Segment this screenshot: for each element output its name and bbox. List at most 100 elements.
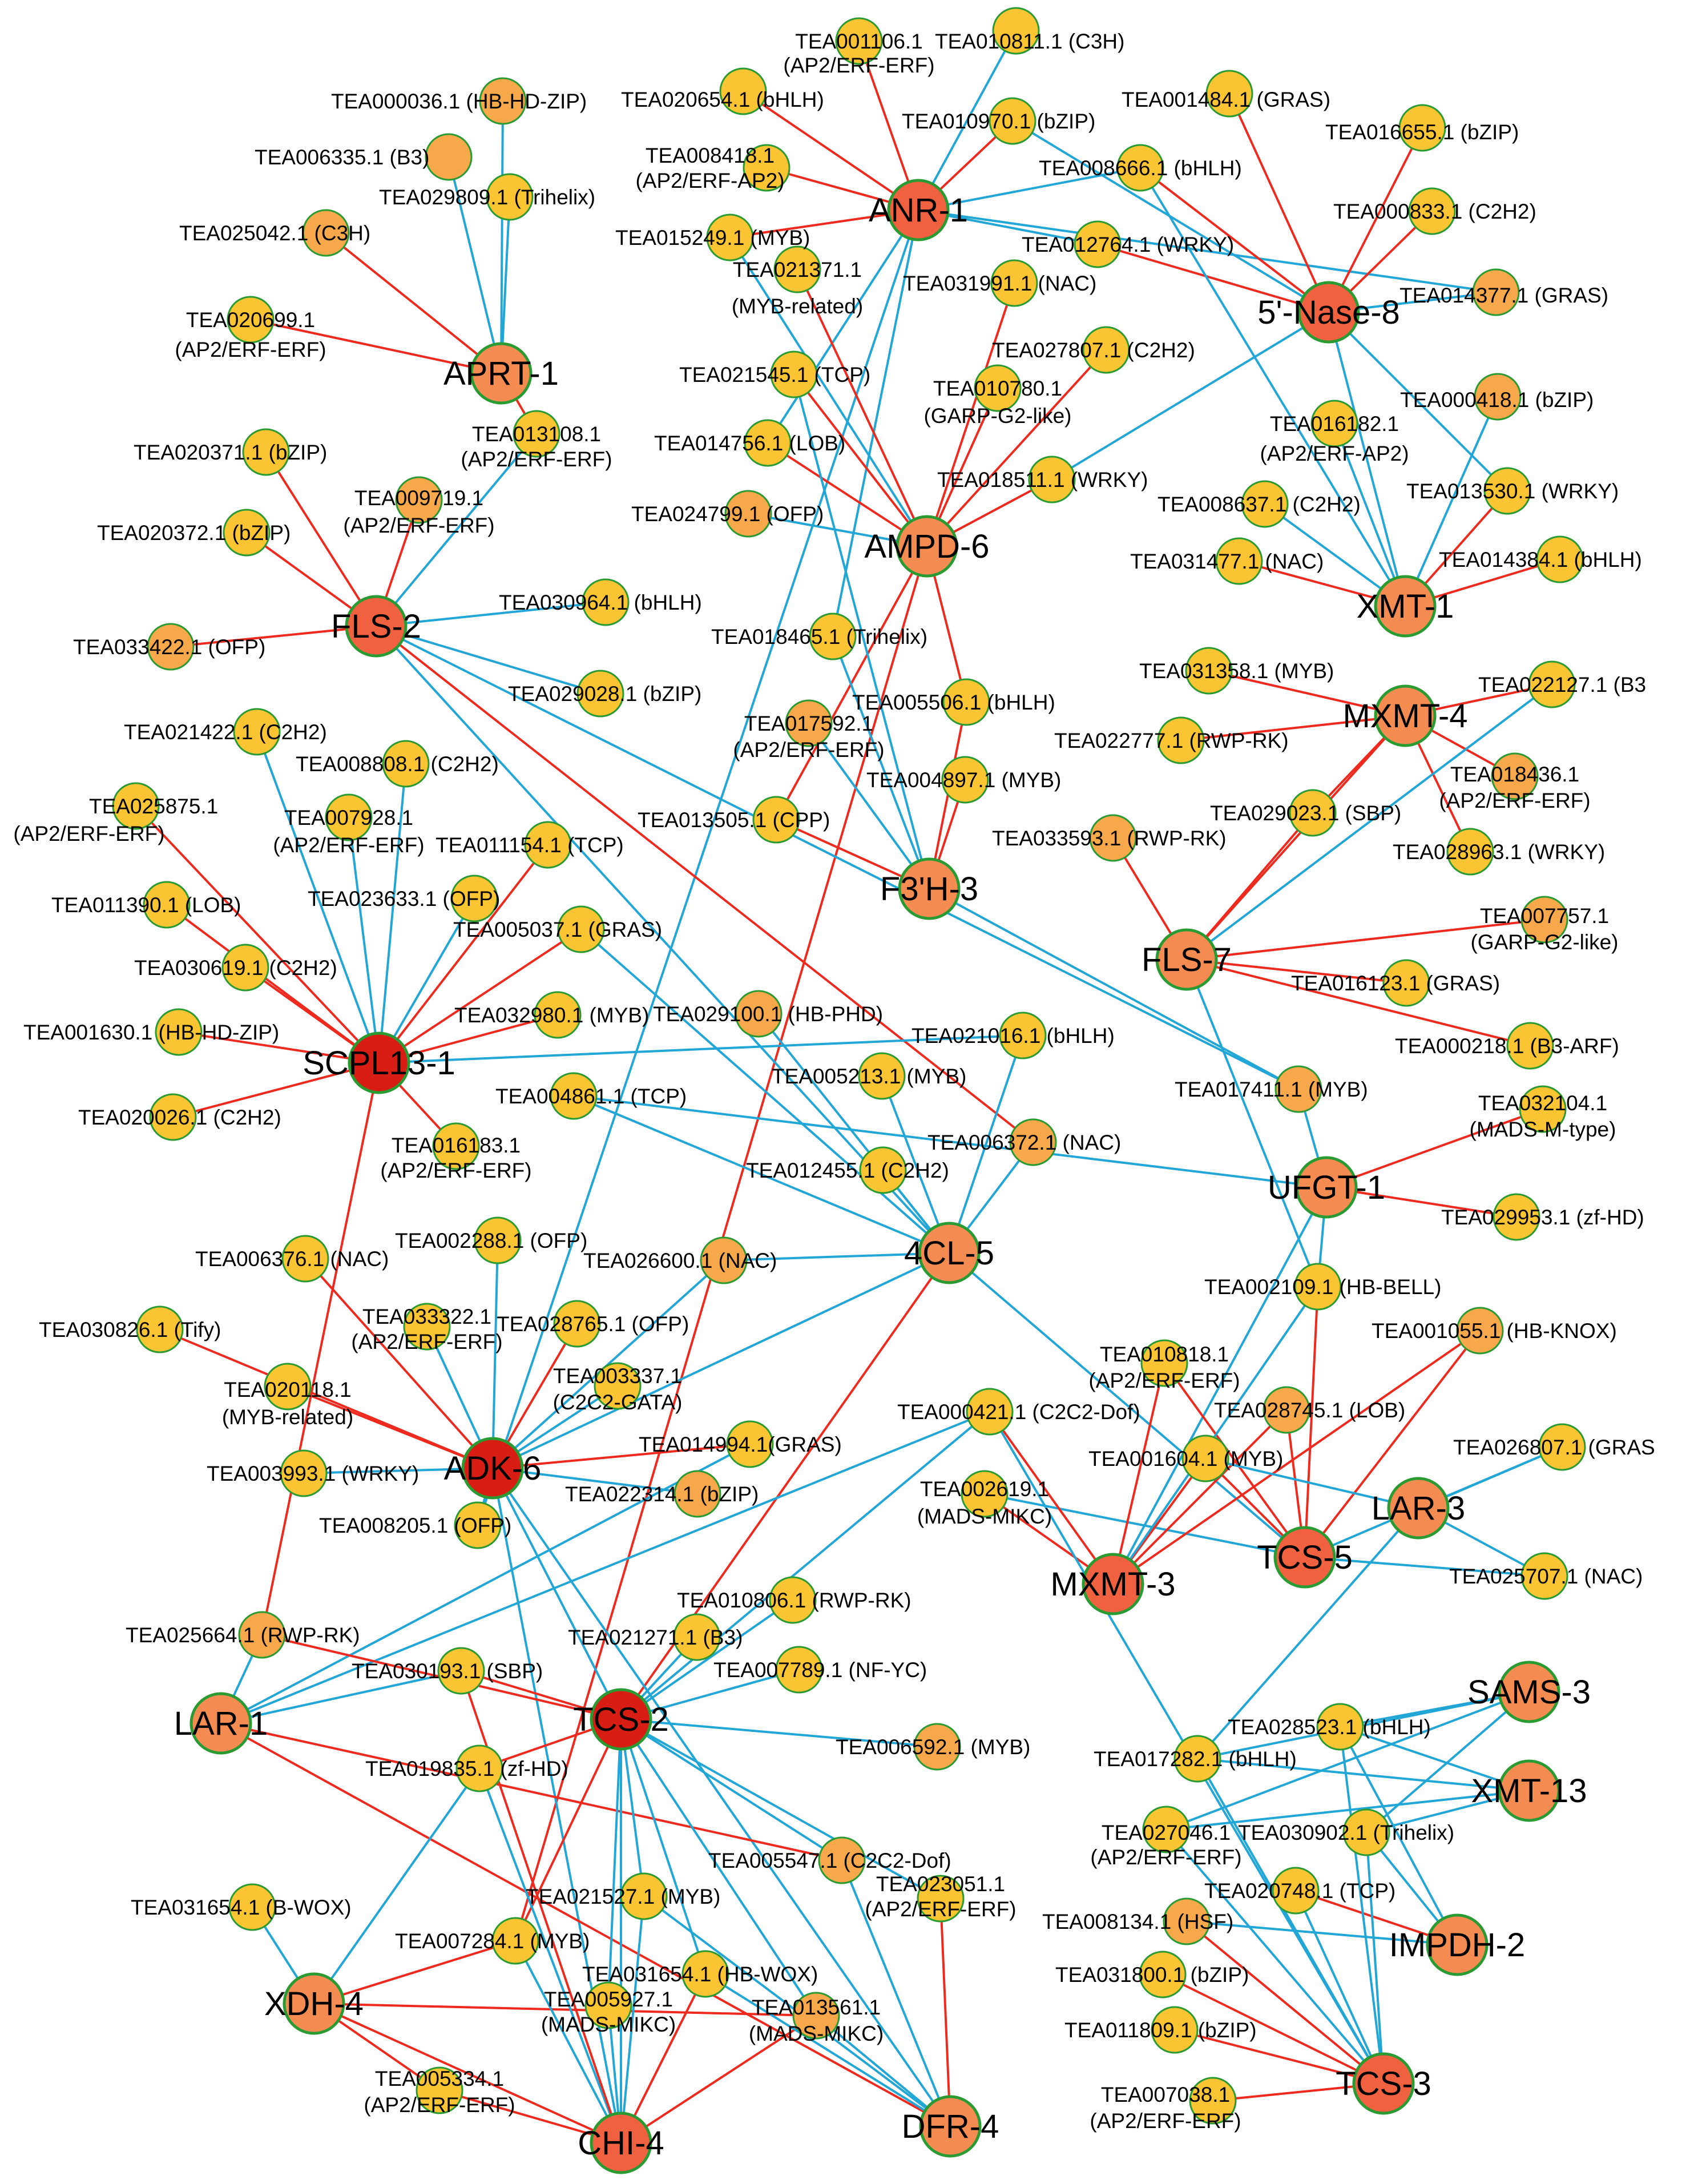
tf-node[interactable]: [155, 1008, 203, 1056]
tf-node[interactable]: [792, 1992, 840, 2040]
gene-node[interactable]: [1352, 2052, 1415, 2115]
tf-node[interactable]: [681, 1950, 729, 1998]
gene-node[interactable]: [1297, 281, 1360, 344]
tf-node[interactable]: [752, 796, 800, 844]
gene-node[interactable]: [283, 1972, 345, 2035]
tf-node[interactable]: [1408, 187, 1456, 235]
tf-node[interactable]: [726, 1420, 774, 1468]
tf-node[interactable]: [1316, 1703, 1364, 1751]
tf-node[interactable]: [238, 1611, 286, 1659]
tf-node[interactable]: [1215, 537, 1263, 585]
tf-node[interactable]: [992, 7, 1040, 55]
tf-node[interactable]: [620, 1872, 668, 1920]
tf-node[interactable]: [942, 678, 990, 726]
tf-node[interactable]: [486, 173, 534, 221]
tf-node[interactable]: [1446, 828, 1494, 876]
tf-node[interactable]: [1074, 220, 1122, 268]
tf-node[interactable]: [1519, 1085, 1567, 1133]
tf-node[interactable]: [989, 97, 1036, 145]
tf-node[interactable]: [143, 881, 191, 929]
gene-node[interactable]: [1273, 1526, 1336, 1589]
tf-node[interactable]: [455, 1744, 503, 1792]
tf-node[interactable]: [403, 1303, 451, 1351]
tf-node[interactable]: [961, 1470, 1009, 1518]
tf-node[interactable]: [479, 77, 527, 125]
tf-node[interactable]: [302, 209, 350, 257]
tf-node[interactable]: [1456, 1307, 1504, 1355]
tf-node[interactable]: [1342, 1808, 1390, 1856]
tf-node[interactable]: [281, 1235, 329, 1283]
tf-node[interactable]: [1483, 467, 1531, 515]
tf-node[interactable]: [809, 613, 857, 660]
tf-node[interactable]: [432, 1122, 480, 1170]
tf-node[interactable]: [1082, 326, 1130, 374]
tf-node[interactable]: [576, 670, 624, 718]
tf-node[interactable]: [1185, 647, 1233, 695]
tf-node[interactable]: [913, 1723, 961, 1771]
tf-node[interactable]: [1520, 1552, 1568, 1600]
tf-node[interactable]: [1274, 1065, 1322, 1113]
tf-node[interactable]: [1163, 1897, 1211, 1945]
tf-node[interactable]: [416, 2066, 463, 2114]
tf-node[interactable]: [990, 259, 1038, 307]
tf-node[interactable]: [450, 875, 498, 922]
tf-node[interactable]: [835, 17, 883, 65]
gene-node[interactable]: [1155, 928, 1218, 991]
tf-node[interactable]: [584, 1981, 632, 2029]
gene-node[interactable]: [887, 179, 950, 241]
tf-node[interactable]: [1241, 480, 1289, 528]
tf-node[interactable]: [1310, 400, 1358, 448]
tf-node[interactable]: [1493, 1193, 1540, 1241]
gene-node[interactable]: [896, 515, 958, 578]
tf-node[interactable]: [1116, 144, 1164, 192]
tf-node[interactable]: [223, 509, 271, 557]
gene-node[interactable]: [1498, 1759, 1560, 1822]
tf-node[interactable]: [149, 1093, 197, 1141]
tf-node[interactable]: [534, 991, 582, 1039]
tf-node[interactable]: [719, 67, 767, 115]
tf-node[interactable]: [553, 1300, 601, 1348]
tf-node[interactable]: [941, 756, 989, 804]
tf-node[interactable]: [974, 364, 1022, 412]
tf-node[interactable]: [474, 1216, 522, 1264]
tf-node[interactable]: [769, 1576, 817, 1624]
gene-node[interactable]: [1374, 575, 1437, 638]
gene-node[interactable]: [590, 1688, 652, 1751]
tf-node[interactable]: [557, 905, 605, 953]
tf-node[interactable]: [1538, 1423, 1586, 1471]
tf-node[interactable]: [1289, 789, 1337, 837]
tf-node[interactable]: [700, 1236, 748, 1284]
tf-node[interactable]: [550, 1072, 598, 1120]
tf-node[interactable]: [491, 1917, 539, 1965]
gene-node[interactable]: [590, 2112, 652, 2174]
tf-node[interactable]: [1028, 456, 1076, 503]
tf-node[interactable]: [1474, 373, 1522, 421]
gene-node[interactable]: [470, 342, 533, 405]
tf-node[interactable]: [785, 699, 833, 747]
tf-node[interactable]: [227, 296, 275, 344]
gene-node[interactable]: [345, 595, 408, 658]
tf-node[interactable]: [1151, 2006, 1199, 2054]
tf-node[interactable]: [1294, 1263, 1342, 1311]
tf-node[interactable]: [454, 1501, 502, 1549]
tf-node[interactable]: [743, 144, 790, 192]
tf-node[interactable]: [1398, 104, 1446, 152]
tf-node[interactable]: [382, 740, 430, 788]
gene-node[interactable]: [189, 1692, 252, 1755]
tf-node[interactable]: [1491, 752, 1539, 800]
tf-node[interactable]: [744, 419, 792, 467]
tf-node[interactable]: [735, 990, 783, 1038]
tf-node[interactable]: [513, 410, 560, 458]
gene-node[interactable]: [1498, 1661, 1560, 1723]
tf-node[interactable]: [773, 245, 821, 293]
tf-node[interactable]: [917, 1875, 965, 1923]
gene-node[interactable]: [1387, 1477, 1450, 1540]
gene-node[interactable]: [1374, 684, 1437, 747]
tf-node[interactable]: [818, 1836, 866, 1884]
tf-node[interactable]: [1205, 70, 1253, 118]
tf-node[interactable]: [1506, 1022, 1554, 1070]
tf-node[interactable]: [136, 1305, 184, 1353]
tf-node[interactable]: [228, 1883, 276, 1931]
gene-node[interactable]: [1426, 1913, 1489, 1976]
gene-node[interactable]: [1082, 1553, 1144, 1615]
